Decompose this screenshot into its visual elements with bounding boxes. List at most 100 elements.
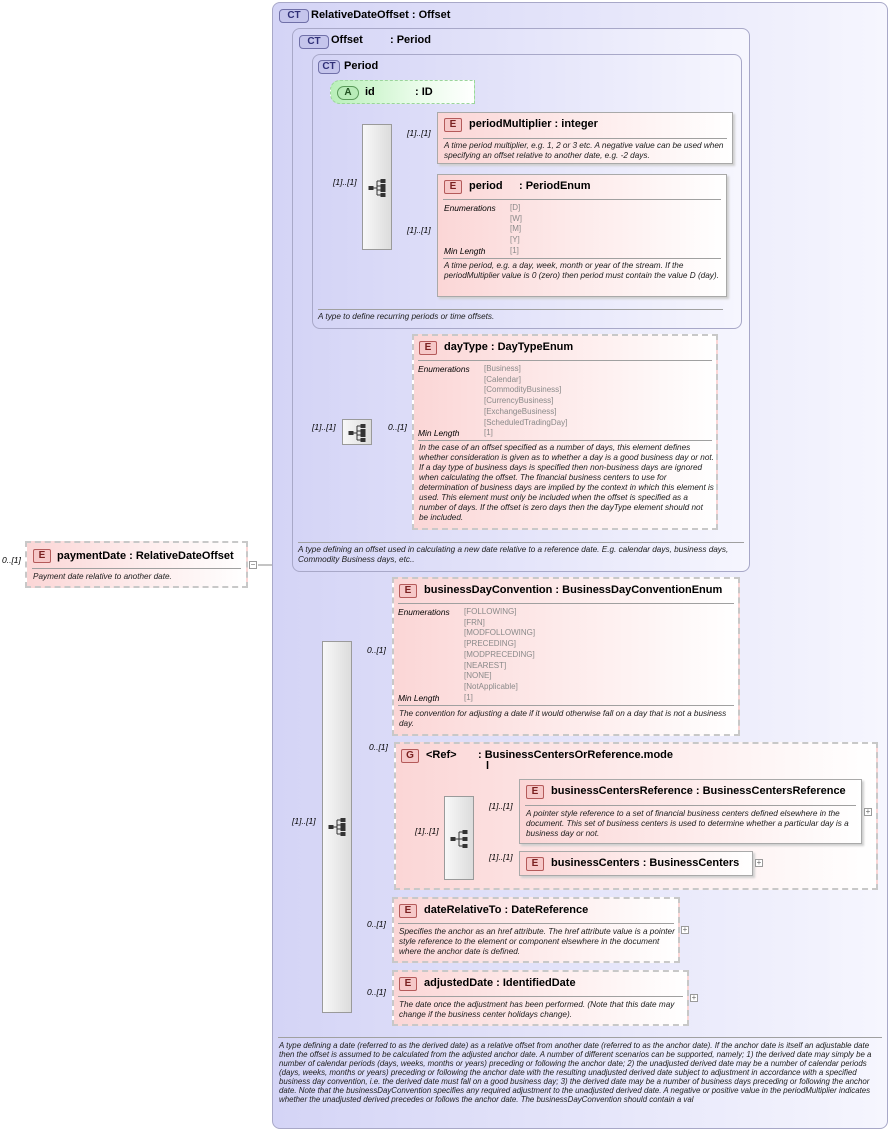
adj-title: adjustedDate : IdentifiedDate	[424, 977, 576, 989]
payment-date-title: paymentDate : RelativeDateOffset	[57, 550, 234, 562]
bdc-minlen-label: Min Length	[398, 693, 440, 703]
daytype-minlen-value: [1]	[484, 428, 493, 437]
daytype-enum-1: [Calendar]	[484, 374, 521, 384]
adj-doc: The date once the adjustment has been pe…	[399, 1000, 675, 1019]
attribute-badge-icon: A	[337, 86, 359, 100]
separator	[398, 705, 734, 706]
choice-compositor[interactable]	[444, 796, 474, 880]
bdc-enum-2: [MODFOLLOWING]	[464, 628, 536, 638]
ct-offset-type: : Period	[390, 34, 431, 46]
drt-element[interactable]: E dateRelativeTo : DateReference Specifi…	[392, 897, 680, 963]
sequence-icon	[328, 818, 346, 836]
daytype-title: dayType : DayTypeEnum	[444, 341, 574, 353]
expand-plus-icon[interactable]: +	[681, 925, 689, 934]
daytype-seq-occurrence: [1]..[1]	[312, 422, 336, 432]
period-multiplier-title: periodMultiplier : integer	[469, 118, 598, 130]
daytype-minlen-label: Min Length	[418, 428, 460, 438]
bcr-occurrence: [1]..[1]	[489, 801, 513, 811]
period-element[interactable]: E period : PeriodEnum Enumerations [D] […	[437, 174, 727, 297]
element-badge-icon: E	[399, 977, 417, 991]
period-minlen-label: Min Length	[444, 246, 486, 256]
period-enum-2: [M]	[510, 224, 522, 234]
daytype-enum-0: [Business]	[484, 364, 521, 373]
element-badge-icon: E	[526, 857, 544, 871]
daytype-occurrence: 0..[1]	[388, 422, 407, 432]
separator	[443, 199, 721, 200]
period-doc: A time period, e.g. a day, week, month o…	[444, 261, 719, 280]
expand-plus-icon[interactable]: +	[864, 807, 872, 816]
drt-doc: Specifies the anchor as an href attribut…	[399, 927, 675, 956]
group-title-type-wrap: l	[486, 760, 490, 772]
period-minlen-value: [1]	[510, 246, 519, 255]
bdc-enum-1: [FRN]	[464, 617, 485, 627]
period-occurrence: [1]..[1]	[407, 225, 431, 235]
period-title-name: period	[469, 180, 503, 192]
daytype-enum-2: [CommodityBusiness]	[484, 385, 562, 395]
ct-relative-title: RelativeDateOffset : Offset	[311, 9, 451, 21]
payment-date-element[interactable]: E paymentDate : RelativeDateOffset Payme…	[25, 541, 248, 588]
period-title-type: : PeriodEnum	[519, 180, 591, 192]
complex-type-badge-icon: CT	[299, 35, 329, 49]
daytype-sequence[interactable]	[342, 419, 372, 445]
adj-element[interactable]: E adjustedDate : IdentifiedDate The date…	[392, 970, 689, 1026]
bdc-minlen-value: [1]	[464, 693, 473, 702]
root-occurrence: 0..[1]	[2, 555, 21, 565]
ct-period-doc: A type to define recurring periods or ti…	[318, 312, 495, 321]
period-multiplier-element[interactable]: E periodMultiplier : integer A time peri…	[437, 112, 733, 164]
separator	[418, 360, 712, 361]
group-title-type: : BusinessCentersOrReference.mode	[478, 749, 674, 761]
bdc-enum-label: Enumerations	[398, 607, 450, 617]
element-badge-icon: E	[399, 584, 417, 598]
element-badge-icon: E	[33, 549, 51, 563]
period-multiplier-occurrence: [1]..[1]	[407, 128, 431, 138]
expand-plus-icon[interactable]: +	[755, 858, 763, 867]
bdc-enum-5: [NEAREST]	[464, 660, 507, 670]
bdc-doc: The convention for adjusting a date if i…	[399, 709, 727, 728]
element-badge-icon: E	[526, 785, 544, 799]
element-badge-icon: E	[419, 341, 437, 355]
separator	[398, 923, 674, 924]
element-badge-icon: E	[444, 118, 462, 132]
sequence-icon	[348, 424, 366, 442]
daytype-enum-3: [CurrencyBusiness]	[484, 396, 554, 406]
bcr-title: businessCentersReference : BusinessCente…	[551, 785, 846, 797]
drt-title: dateRelativeTo : DateReference	[424, 904, 589, 916]
bdc-element[interactable]: E businessDayConvention : BusinessDayCon…	[392, 577, 740, 736]
separator	[318, 309, 723, 310]
separator	[418, 440, 712, 441]
attribute-id-type: : ID	[415, 86, 433, 98]
bcr-doc: A pointer style reference to a set of fi…	[526, 809, 849, 838]
group-badge-icon: G	[401, 749, 419, 763]
period-enum-1: [W]	[510, 213, 522, 223]
separator	[443, 138, 727, 139]
complex-type-badge-icon: CT	[279, 9, 309, 23]
sequence-icon	[368, 179, 386, 197]
attribute-id-name: id	[365, 86, 375, 98]
separator	[32, 568, 241, 569]
period-enum-0: [D]	[510, 203, 521, 212]
element-badge-icon: E	[444, 180, 462, 194]
ct-offset-name: Offset	[331, 34, 363, 46]
expand-plus-icon[interactable]: +	[690, 993, 698, 1002]
bdc-enum-0: [FOLLOWING]	[464, 607, 517, 616]
period-seq-occurrence: [1]..[1]	[333, 177, 357, 187]
ct-relative-doc: A type defining a date (referred to as t…	[279, 1041, 872, 1104]
bcr-element[interactable]: E businessCentersReference : BusinessCen…	[519, 779, 862, 844]
separator	[398, 603, 734, 604]
adj-occurrence: 0..[1]	[367, 987, 386, 997]
bc-element[interactable]: E businessCenters : BusinessCenters	[519, 851, 753, 876]
main-seq-occurrence: [1]..[1]	[292, 816, 316, 826]
collapse-minus-icon[interactable]: −	[249, 560, 257, 569]
bdc-enum-7: [NotApplicable]	[464, 681, 518, 691]
daytype-enum-4: [ExchangeBusiness]	[484, 406, 557, 416]
group-title-name: <Ref>	[426, 749, 457, 761]
attribute-id[interactable]: A id : ID	[330, 80, 475, 104]
main-sequence[interactable]	[322, 641, 352, 1013]
complex-type-badge-icon: CT	[318, 60, 340, 74]
ct-offset-doc: A type defining an offset used in calcul…	[298, 545, 729, 564]
separator	[278, 1037, 882, 1038]
period-sequence[interactable]	[362, 124, 392, 250]
element-badge-icon: E	[399, 904, 417, 918]
daytype-element[interactable]: E dayType : DayTypeEnum Enumerations [Bu…	[412, 334, 718, 530]
daytype-enum-5: [ScheduledTradingDay]	[484, 417, 568, 427]
